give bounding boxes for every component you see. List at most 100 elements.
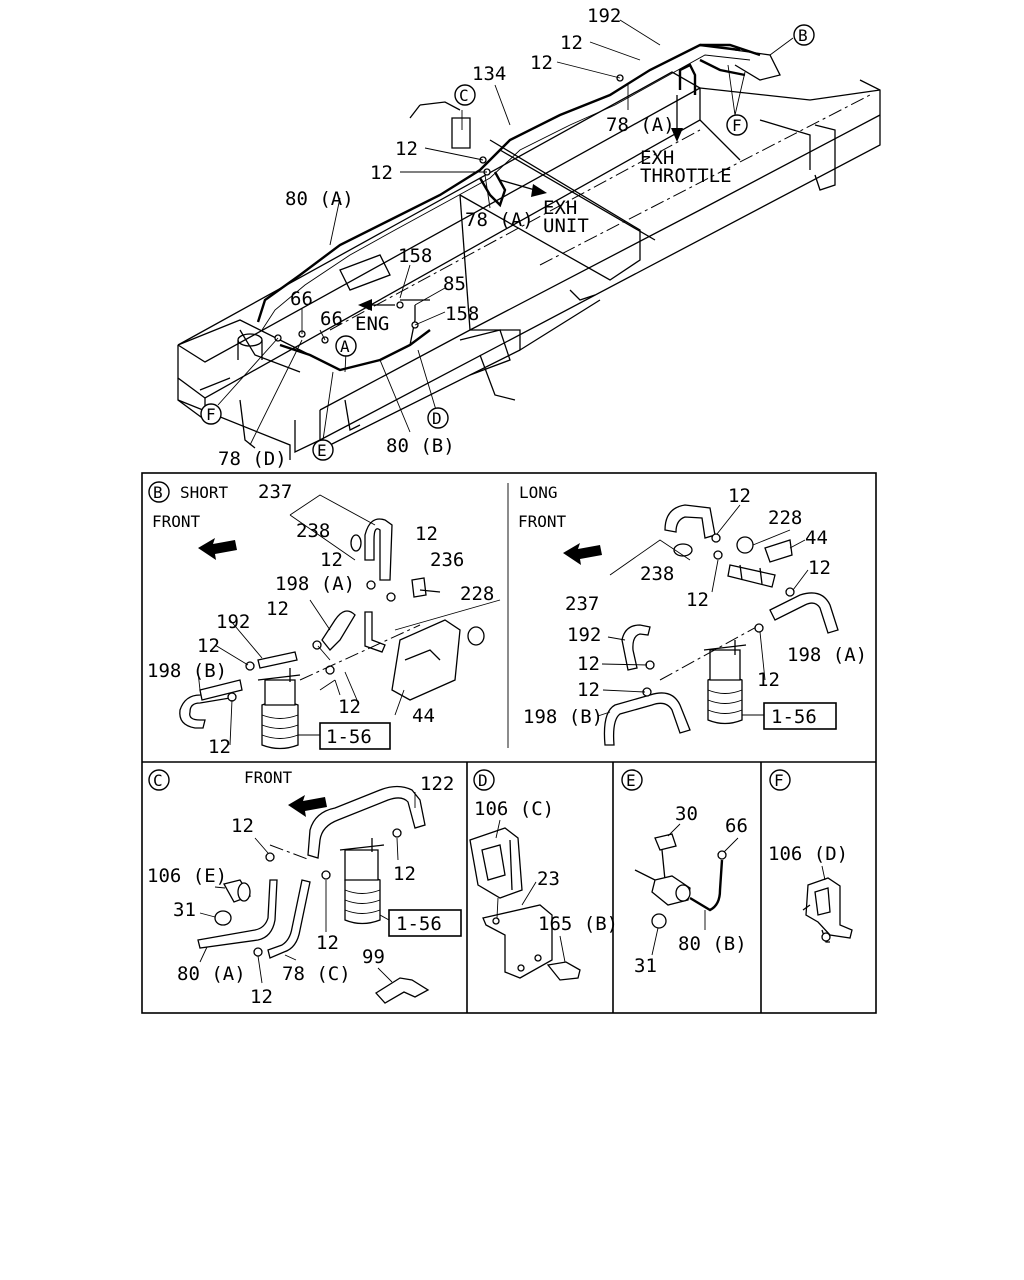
- eng-label: ENG: [355, 313, 389, 335]
- callout-e: E: [317, 441, 327, 460]
- callout-c: C: [459, 86, 469, 105]
- exh-throttle-line1: EXH: [640, 147, 674, 169]
- label-66-second: 66: [320, 308, 343, 330]
- label-12: 12: [530, 52, 553, 74]
- b-long-12c: 12: [686, 589, 709, 611]
- b-long-12: 12: [728, 485, 751, 507]
- d-label-106c: 106 (C): [474, 798, 554, 820]
- front-arrow-icon: [563, 543, 602, 565]
- e-label-31: 31: [634, 955, 657, 977]
- panel-e: E 30 66 31 80 (B): [621, 769, 748, 977]
- d-label-23: 23: [537, 868, 560, 890]
- c-label-12: 12: [231, 815, 254, 837]
- b-short-12: 12: [320, 549, 343, 571]
- panel-d: D 106 (C) 23 165 (B): [469, 769, 618, 981]
- label-78d: 78 (D): [218, 448, 287, 470]
- b-long-44: 44: [805, 527, 828, 549]
- c-label-106e: 106 (E): [147, 865, 227, 887]
- panel-c-ref: 1-56: [396, 913, 442, 935]
- exh-throttle-line2: THROTTLE: [640, 165, 732, 187]
- b-long-198a: 198 (A): [787, 644, 867, 666]
- b-long-192: 192: [567, 624, 601, 646]
- overview-labels: 192 12 12 134 78 (A) 12 12 80 (A) 78 (A)…: [218, 5, 732, 470]
- b-long-12e: 12: [757, 669, 780, 691]
- b-short-238: 238: [296, 520, 330, 542]
- b-long-198b: 198 (B): [523, 706, 603, 728]
- label-12: 12: [395, 138, 418, 160]
- overview-callouts: B C F A F E D: [200, 24, 815, 461]
- e-label-80b: 80 (B): [678, 933, 747, 955]
- label-78a-lower: 78 (A): [465, 209, 534, 231]
- b-short-44: 44: [412, 705, 435, 727]
- c-label-99: 99: [362, 946, 385, 968]
- label-12: 12: [560, 32, 583, 54]
- chassis-frame-drawing: [177, 19, 881, 460]
- panel-c-front: FRONT: [244, 768, 293, 787]
- b-long-12d: 12: [577, 653, 600, 675]
- panel-b-short-title: SHORT: [180, 483, 229, 502]
- panel-b-short-front: FRONT: [152, 512, 201, 531]
- b-short-236: 236: [430, 549, 464, 571]
- e-label-30: 30: [675, 803, 698, 825]
- panel-f: F 106 (D): [768, 769, 853, 943]
- label-85: 85: [443, 273, 466, 295]
- b-short-12e: 12: [208, 736, 231, 758]
- label-134: 134: [472, 63, 506, 85]
- panel-b-long-title: LONG: [519, 483, 558, 502]
- b-short-192: 192: [216, 611, 250, 633]
- label-80a: 80 (A): [285, 188, 354, 210]
- b-short-12b: 12: [415, 523, 438, 545]
- detail-panels-frame: [141, 472, 877, 1014]
- d-label-165b: 165 (B): [538, 913, 618, 935]
- callout-b: B: [798, 26, 808, 45]
- panel-b-long-ref: 1-56: [771, 706, 817, 728]
- panel-e-callout: E: [626, 771, 636, 790]
- label-78a: 78 (A): [606, 114, 675, 136]
- panel-b-short: B SHORT FRONT: [147, 481, 501, 758]
- b-short-228: 228: [460, 583, 494, 605]
- b-long-12b: 12: [808, 557, 831, 579]
- callout-a: A: [340, 337, 350, 356]
- label-80b: 80 (B): [386, 435, 455, 457]
- f-label-106d: 106 (D): [768, 843, 848, 865]
- label-12: 12: [370, 162, 393, 184]
- panel-d-callout: D: [478, 771, 488, 790]
- b-short-12c: 12: [266, 598, 289, 620]
- c-label-80a: 80 (A): [177, 963, 246, 985]
- exh-unit-line2: UNIT: [543, 215, 589, 237]
- label-158: 158: [398, 245, 432, 267]
- b-long-238: 238: [640, 563, 674, 585]
- b-short-12f: 12: [338, 696, 361, 718]
- panel-c: C FRONT 1-56 122 12 12 106 (E) 31 1: [147, 768, 462, 1008]
- b-short-12d: 12: [197, 635, 220, 657]
- c-label-12c: 12: [316, 932, 339, 954]
- panel-b-short-ref: 1-56: [326, 726, 372, 748]
- c-label-12d: 12: [250, 986, 273, 1008]
- front-arrow-icon: [198, 538, 237, 560]
- callout-f-rear: F: [732, 116, 742, 135]
- panel-f-callout: F: [774, 771, 784, 790]
- label-66: 66: [290, 288, 313, 310]
- label-192: 192: [587, 5, 621, 27]
- c-label-12b: 12: [393, 863, 416, 885]
- b-long-228: 228: [768, 507, 802, 529]
- panel-c-callout: C: [153, 771, 163, 790]
- b-long-12f: 12: [577, 679, 600, 701]
- callout-d: D: [432, 409, 442, 428]
- exh-unit-line1: EXH: [543, 197, 577, 219]
- b-long-237: 237: [565, 593, 599, 615]
- c-label-122: 122: [420, 773, 454, 795]
- b-short-198a: 198 (A): [275, 573, 355, 595]
- panel-b-long: LONG FRONT 1-56 12 228: [518, 483, 867, 746]
- c-label-31: 31: [173, 899, 196, 921]
- label-158-lower: 158: [445, 303, 479, 325]
- front-arrow-icon: [288, 795, 327, 817]
- b-short-237: 237: [258, 481, 292, 503]
- c-label-78c: 78 (C): [282, 963, 351, 985]
- e-label-66: 66: [725, 815, 748, 837]
- b-short-198b: 198 (B): [147, 660, 227, 682]
- panel-b-callout: B: [153, 483, 163, 502]
- panel-b-long-front: FRONT: [518, 512, 567, 531]
- callout-f-front: F: [206, 405, 216, 424]
